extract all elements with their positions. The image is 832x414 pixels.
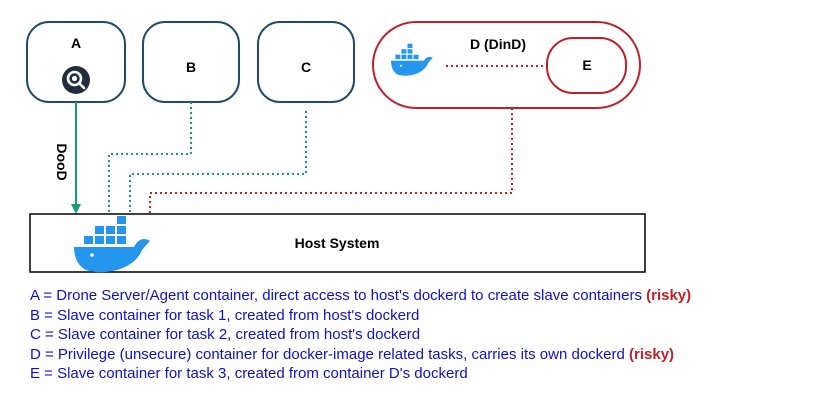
host-system: Host System — [29, 213, 646, 273]
b-to-host-connector — [108, 102, 192, 213]
a-to-host-arrow: DooD — [54, 102, 81, 214]
container-b-label: B — [186, 59, 196, 75]
d-to-host-connector — [149, 108, 513, 213]
docker-whale-icon — [74, 216, 150, 273]
architecture-diagram: A B C D (DinD) — [26, 21, 646, 273]
container-e-label: E — [582, 57, 591, 73]
legend-item-e: E = Slave container for task 3, created … — [30, 365, 468, 382]
legend-item-a: A = Drone Server/Agent container, direct… — [30, 287, 692, 304]
host-system-label: Host System — [295, 235, 380, 251]
container-a-label: A — [71, 35, 81, 51]
container-c-label: C — [301, 59, 311, 75]
legend-item-b: B = Slave container for task 1, created … — [30, 306, 420, 324]
legend-item-c: C = Slave container for task 2, created … — [30, 326, 421, 343]
dood-label: DooD — [54, 143, 70, 180]
legend: A = Drone Server/Agent container, direct… — [30, 286, 691, 384]
container-d-dind: D (DinD) E — [372, 21, 641, 109]
legend-item-d: D = Privilege (unsecure) container for d… — [30, 345, 675, 363]
container-a: A — [26, 21, 126, 103]
drone-logo-icon — [62, 66, 90, 94]
risky-tag: (risky) — [629, 345, 675, 363]
risky-tag: (risky) — [646, 287, 692, 304]
container-b: B — [142, 21, 240, 103]
container-c: C — [257, 21, 355, 103]
container-d-label: D (DinD) — [470, 36, 526, 52]
docker-whale-icon — [391, 43, 433, 76]
container-e: E — [546, 37, 627, 94]
c-to-host-connector — [129, 111, 307, 213]
